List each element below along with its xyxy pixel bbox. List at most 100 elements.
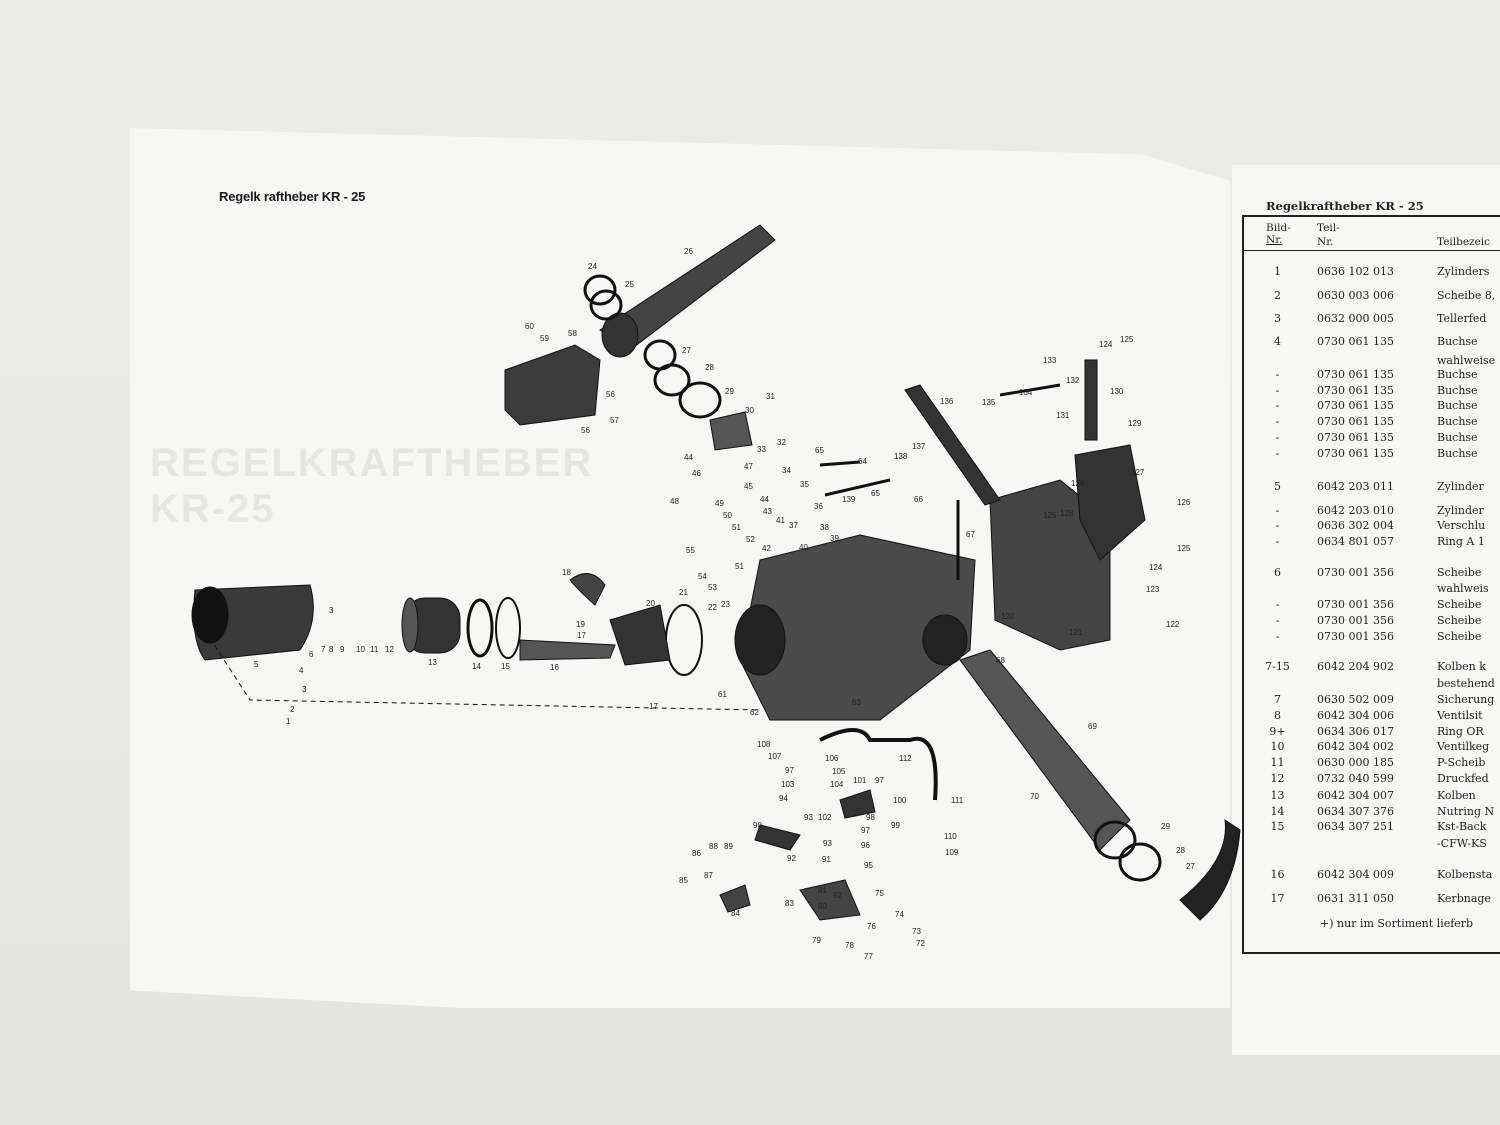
part-callout-number: 75: [875, 889, 884, 898]
part-callout-number: 21: [679, 588, 688, 597]
part-callout-number: 65: [815, 446, 824, 455]
part-callout-number: 43: [763, 507, 772, 516]
cell-teil-nr: 0632 000 005: [1317, 312, 1394, 325]
part-callout-number: 131: [1056, 411, 1070, 420]
part-callout-number: 92: [787, 854, 796, 863]
cell-description: Scheibe 8,: [1437, 289, 1496, 302]
part-callout-number: 102: [818, 813, 832, 822]
part-callout-number: 62: [750, 708, 759, 717]
cell-teil-nr: 0730 001 356: [1317, 630, 1394, 643]
housing-part: [734, 534, 976, 721]
linkage-part: [819, 728, 938, 801]
part-callout-number: 56: [606, 390, 615, 399]
part-callout-number: 50: [723, 511, 732, 520]
cell-bild-nr: -: [1275, 630, 1280, 643]
cell-teil-nr: 6042 304 009: [1317, 868, 1394, 881]
part-callout-number: 77: [864, 952, 873, 961]
valve-block-part: [504, 344, 601, 426]
part-callout-number: 88: [709, 842, 718, 851]
part-callout-number: 3: [302, 685, 307, 694]
cell-description: Ring OR: [1437, 725, 1484, 738]
cell-description: Buchse: [1437, 447, 1478, 460]
lifting-arm-part: [599, 224, 776, 358]
watermark: REGELKRAFTHEBER KR-25: [150, 441, 594, 531]
cell-teil-nr: 0730 061 135: [1317, 399, 1394, 412]
part-callout-number: 24: [588, 262, 597, 271]
part-callout-number: 55: [686, 546, 695, 555]
cell-teil-nr: 0630 003 006: [1317, 289, 1394, 302]
part-callout-number: 44: [760, 495, 769, 504]
part-callout-number: 97: [785, 766, 794, 775]
part-callout-number: 29: [1161, 822, 1170, 831]
header-teil-1: Teil-: [1317, 222, 1340, 234]
part-callout-number: 73: [912, 927, 921, 936]
cell-teil-nr: 0730 061 135: [1317, 415, 1394, 428]
arm-part: [1179, 818, 1241, 921]
cell-description: Scheibe: [1437, 630, 1482, 643]
cylinder-part: [191, 584, 314, 661]
part-callout-number: 59: [540, 334, 549, 343]
part-callout-number: 78: [845, 941, 854, 950]
part-callout-number: 70: [1030, 792, 1039, 801]
part-callout-number: 42: [762, 544, 771, 553]
cell-teil-nr: 0630 000 185: [1317, 756, 1394, 769]
cell-description: wahlweise: [1437, 354, 1496, 367]
part-callout-number: 63: [852, 698, 861, 707]
part-callout-number: 44: [684, 453, 693, 462]
part-callout-number: 10: [356, 645, 365, 654]
cell-bild-nr: -: [1275, 614, 1280, 627]
part-callout-number: 49: [715, 499, 724, 508]
cell-teil-nr: 0730 061 135: [1317, 384, 1394, 397]
part-callout-number: 95: [864, 861, 873, 870]
header-teil-2: Nr.: [1317, 236, 1334, 248]
cell-bild-nr: 1: [1274, 265, 1281, 278]
cell-bild-nr: -: [1275, 415, 1280, 428]
part-callout-number: 9: [340, 645, 345, 654]
cell-bild-nr: 3: [1274, 312, 1281, 325]
part-callout-number: 31: [766, 392, 775, 401]
cell-teil-nr: 0634 307 251: [1317, 820, 1394, 833]
ring-part: [495, 597, 521, 659]
cell-teil-nr: 6042 203 011: [1317, 480, 1394, 493]
lever-part: [519, 604, 671, 666]
part-callout-number: 16: [550, 663, 559, 672]
cell-description: Kolbensta: [1437, 868, 1493, 881]
cell-bild-nr: 7: [1274, 693, 1281, 706]
part-callout-number: 20: [646, 599, 655, 608]
cell-description: Buchse: [1437, 384, 1478, 397]
part-callout-number: 134: [1019, 388, 1033, 397]
rod-part: [904, 384, 1001, 506]
ring-part: [665, 604, 703, 676]
part-callout-number: 84: [731, 909, 740, 918]
table-header-divider: [1242, 250, 1500, 251]
cell-bild-nr: 17: [1270, 892, 1285, 905]
cell-bild-nr: 4: [1274, 335, 1281, 348]
cell-bild-nr: 2: [1274, 289, 1281, 302]
part-callout-number: 103: [781, 780, 795, 789]
cell-bild-nr: -: [1275, 368, 1280, 381]
part-callout-number: 98: [866, 813, 875, 822]
part-callout-number: 135: [982, 398, 996, 407]
cell-description: wahlweis: [1437, 582, 1489, 595]
cell-bild-nr: 9+: [1269, 725, 1286, 738]
part-callout-number: 74: [895, 910, 904, 919]
part-callout-number: 1: [286, 717, 291, 726]
part-callout-number: 66: [914, 495, 923, 504]
part-callout-number: 11: [370, 645, 379, 654]
cell-bild-nr: -: [1275, 504, 1280, 517]
cell-bild-nr: -: [1275, 447, 1280, 460]
part-callout-number: 91: [822, 855, 831, 864]
part-callout-number: 8: [329, 645, 334, 654]
part-callout-number: 13: [428, 658, 437, 667]
part-callout-number: 25: [625, 280, 634, 289]
part-callout-number: 127: [1131, 468, 1145, 477]
part-callout-number: 82: [833, 891, 842, 900]
part-callout-number: 122: [1166, 620, 1180, 629]
part-callout-number: 54: [698, 572, 707, 581]
part-callout-number: 28: [1176, 846, 1185, 855]
part-callout-number: 112: [899, 754, 912, 763]
part-callout-number: 39: [830, 534, 839, 543]
part-callout-number: 32: [777, 438, 786, 447]
part-callout-number: 104: [830, 780, 844, 789]
cell-bild-nr: 16: [1270, 868, 1285, 881]
